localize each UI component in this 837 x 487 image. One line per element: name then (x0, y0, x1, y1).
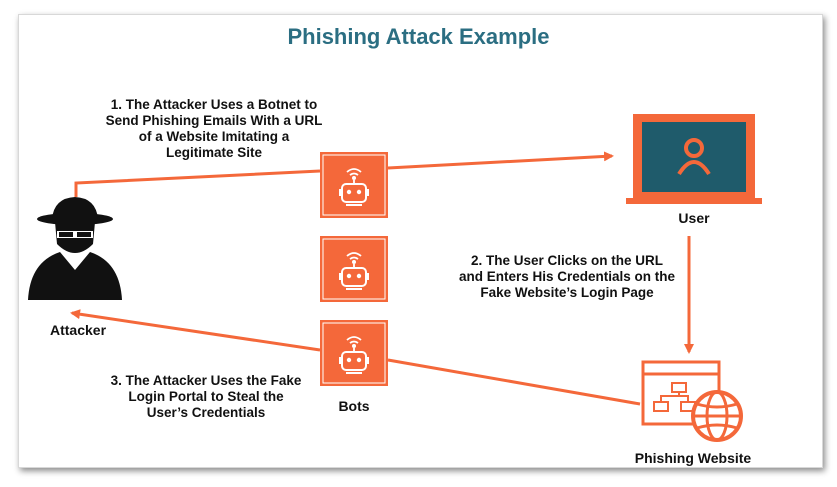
diagram-title: Phishing Attack Example (287, 24, 550, 49)
step-1-text: 1. The Attacker Uses a Botnet to Send Ph… (105, 97, 323, 160)
user-label: User (678, 210, 710, 226)
phishing-website-label: Phishing Website (634, 450, 752, 466)
website-globe-icon (641, 360, 743, 442)
hacker-icon (28, 197, 122, 300)
arrow-attacker-to-user (74, 151, 614, 197)
laptop-user-icon (626, 114, 762, 204)
arrow-website-to-attacker (70, 309, 641, 406)
attacker-label: Attacker (49, 322, 107, 338)
step-2-text: 2. The User Clicks on the URL and Enters… (458, 253, 676, 300)
bots-label: Bots (338, 398, 370, 414)
robot-icon (320, 320, 388, 386)
step-3-text: 3. The Attacker Uses the Fake Login Port… (110, 373, 302, 420)
robot-icon (320, 236, 388, 302)
robot-icon (320, 152, 388, 218)
